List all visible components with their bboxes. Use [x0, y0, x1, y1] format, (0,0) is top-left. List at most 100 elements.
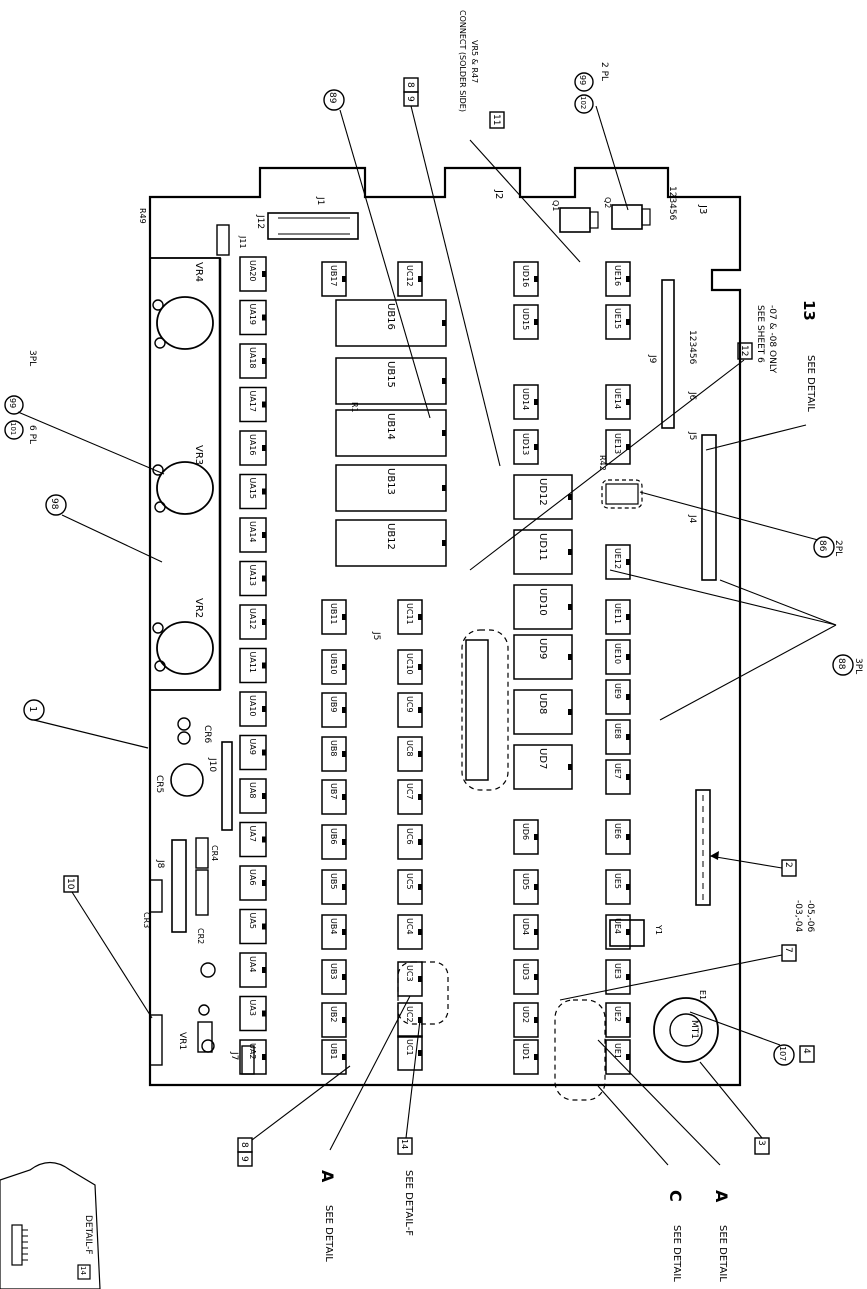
- ic-ud15: UD15: [513, 304, 539, 340]
- callout-98: 98: [49, 498, 59, 510]
- ic-label: UA4: [248, 956, 257, 972]
- ic-label: UB1: [329, 1043, 338, 1059]
- ic-label: UB2: [329, 1006, 338, 1022]
- ic-label: UE14: [613, 388, 622, 409]
- ic-ub13: UB13: [335, 464, 447, 512]
- ic-label: UA18: [248, 347, 257, 369]
- callout-7: 7: [783, 947, 793, 953]
- ic-ub1: UB1: [321, 1039, 347, 1075]
- ic-label: UB13: [385, 468, 396, 495]
- ic-ud2: UD2: [513, 1002, 539, 1038]
- svg-text:J12: J12: [255, 214, 265, 229]
- svg-text:Q1: Q1: [551, 200, 560, 211]
- ic-uc1: UC1: [397, 1035, 423, 1071]
- detail-13-number: 13: [800, 300, 818, 321]
- detail-letter-a-left: A: [318, 1170, 337, 1183]
- ic-ue6: UE6: [605, 819, 631, 855]
- ic-ua19: UA19: [239, 299, 267, 336]
- ic-label: UA3: [248, 1000, 257, 1016]
- svg-text:R1: R1: [350, 402, 359, 413]
- ic-label: UA5: [248, 913, 257, 929]
- callout-99-left: 99: [8, 398, 17, 408]
- connector-j12: J12 J1: [255, 196, 359, 240]
- svg-text:J3: J3: [697, 204, 708, 214]
- ic-label: UD5: [521, 873, 530, 890]
- ic-ua18: UA18: [239, 343, 267, 379]
- regulator-vr2: VR2: [152, 598, 214, 675]
- ic-label: UA6: [248, 869, 257, 885]
- ic-label: UA17: [248, 391, 257, 413]
- ic-label: UE7: [613, 763, 622, 779]
- dash-note-2: -05,-06: [805, 900, 815, 933]
- ic-label: UC3: [405, 965, 414, 982]
- ic-ub7: UB7: [321, 779, 347, 815]
- ic-ub12: UB12: [335, 519, 447, 567]
- transistor-q2: Q2 123456: [603, 186, 677, 230]
- detail-area-j5: [461, 629, 509, 791]
- ic-label: UC5: [405, 873, 414, 890]
- callout-10: 10: [65, 878, 75, 890]
- ic-label: UD1: [521, 1043, 530, 1060]
- ic-label: UC12: [405, 265, 414, 287]
- ic-ue9: UE9: [605, 679, 631, 715]
- ic-label: UA7: [248, 826, 257, 842]
- ic-label: UD15: [521, 308, 530, 330]
- connect-note-2: VR5 & R47: [470, 40, 479, 83]
- board-outline: [148, 166, 742, 1087]
- ic-ue8: UE8: [605, 719, 631, 755]
- ic-label: UD14: [521, 388, 530, 410]
- ic-label: UB6: [329, 828, 338, 844]
- ic-ub9: UB9: [321, 692, 347, 728]
- callout-3: 3: [756, 1140, 766, 1146]
- ic-label: UE12: [613, 548, 622, 569]
- vr3-label: VR3: [193, 445, 204, 465]
- svg-text:123456: 123456: [687, 330, 697, 365]
- ic-label: UB4: [329, 918, 338, 934]
- ic-label: UD4: [521, 918, 530, 935]
- j5-label-right: J5: [687, 431, 697, 440]
- ic-ua20: UA20: [239, 256, 267, 292]
- ic-ud16: UD16: [513, 261, 539, 297]
- ic-ua6: UA6: [239, 865, 267, 901]
- callout-1: 1: [27, 706, 38, 712]
- ic-label: UA14: [248, 521, 257, 543]
- ic-ua11: UA11: [239, 647, 267, 684]
- ic-ua14: UA14: [239, 517, 267, 553]
- ic-label: UB7: [329, 783, 338, 799]
- ic-ue10: UE10: [605, 639, 631, 675]
- ic-label: UE10: [613, 643, 622, 664]
- ic-ud11: UD11: [513, 529, 573, 575]
- callout-88-note: 3PL: [853, 658, 863, 674]
- ic-ub6: UB6: [321, 824, 347, 860]
- ic-ua4: UA4: [239, 952, 267, 988]
- svg-text:VR1: VR1: [177, 1032, 187, 1050]
- ic-label: UA13: [248, 565, 257, 587]
- ic-ud10: UD10: [513, 584, 573, 630]
- ic-label: UD12: [537, 478, 548, 506]
- ic-label: UC9: [405, 696, 414, 713]
- detail-f-label: DETAIL-F: [83, 1215, 93, 1255]
- svg-text:J6: J6: [687, 391, 697, 401]
- ic-label: UB15: [385, 361, 396, 388]
- capacitor-c5: [170, 763, 204, 797]
- ic-label: UB12: [385, 523, 396, 550]
- svg-text:J1: J1: [315, 196, 325, 205]
- ic-ua9: UA9: [239, 734, 267, 771]
- svg-text:J5: J5: [371, 631, 381, 640]
- vr2-label: VR2: [193, 598, 204, 618]
- crystal-y1: Y1: [609, 919, 663, 947]
- ic-label: UD2: [521, 1006, 530, 1023]
- note-3pl: 3PL: [27, 350, 37, 366]
- ic-uc10: UC10: [397, 649, 423, 685]
- callout-4: 4: [801, 1048, 811, 1054]
- ic-label: UA15: [248, 478, 257, 500]
- ic-label: UE5: [613, 873, 622, 889]
- callout-9-top: 9: [405, 96, 415, 102]
- ic-label: UB16: [385, 303, 396, 330]
- ic-label: UB11: [329, 603, 338, 625]
- ic-ud4: UD4: [513, 914, 539, 950]
- see-detail-f: SEE DETAIL-F: [403, 1170, 414, 1236]
- ic-label: UB5: [329, 873, 338, 889]
- ic-ub8: UB8: [321, 736, 347, 772]
- ic-ue11: UE11: [605, 599, 631, 635]
